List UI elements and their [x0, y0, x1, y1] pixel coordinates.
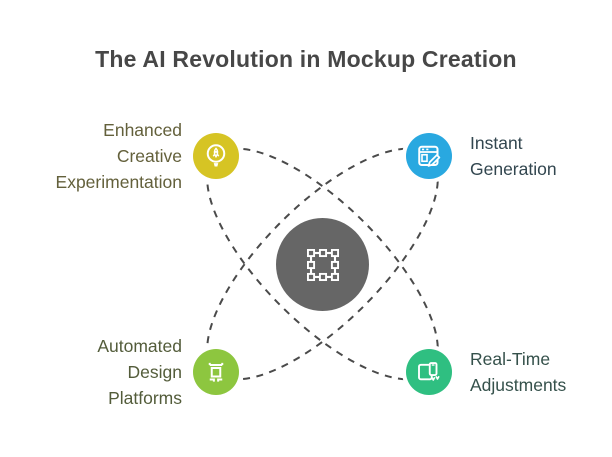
diagram-title: The AI Revolution in Mockup Creation — [95, 46, 517, 72]
label-line: Enhanced — [103, 120, 182, 140]
label-automated-design-platforms: Automated Design Platforms — [28, 333, 182, 411]
responsive-devices-sync-icon — [418, 362, 440, 381]
artboard-selection-frame-icon — [306, 248, 339, 281]
label-line: Automated — [97, 336, 182, 356]
node-real-time-adjustments — [406, 349, 452, 395]
node-enhanced-creative-experimentation — [193, 133, 239, 179]
label-line: Instant — [470, 133, 523, 153]
label-line: Real-Time — [470, 349, 551, 369]
label-enhanced-creative-experimentation: Enhanced Creative Experimentation — [28, 117, 182, 195]
design-editor-pencil-icon — [418, 145, 441, 167]
center-node — [276, 218, 369, 311]
label-line: Platforms — [108, 388, 182, 408]
automated-machine-icon — [208, 362, 224, 382]
label-real-time-adjustments: Real-Time Adjustments — [470, 346, 610, 398]
label-line: Creative — [116, 146, 182, 166]
label-line: Generation — [470, 159, 557, 179]
label-line: Design — [127, 362, 182, 382]
lightbulb-rocket-icon — [206, 144, 226, 167]
label-line: Experimentation — [55, 172, 182, 192]
label-line: Adjustments — [470, 375, 567, 395]
node-automated-design-platforms — [193, 349, 239, 395]
label-instant-generation: Instant Generation — [470, 130, 610, 182]
node-instant-generation — [406, 133, 452, 179]
